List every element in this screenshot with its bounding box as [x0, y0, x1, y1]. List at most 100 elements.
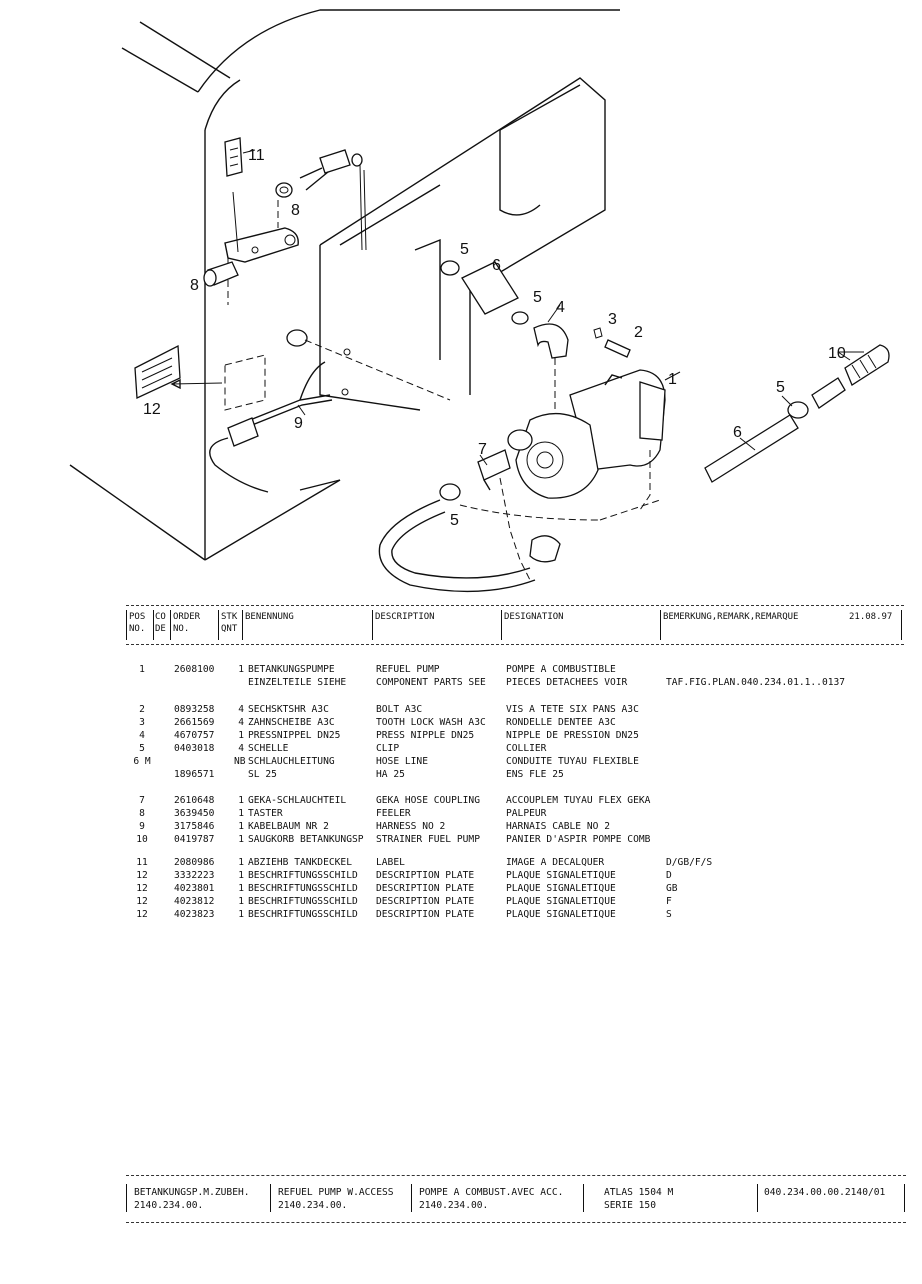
row-pos: 9	[139, 821, 145, 832]
row-benennung: BETANKUNGSPUMPE	[248, 664, 335, 675]
footer-de: BETANKUNGSP.M.ZUBEH.2140.234.00.	[134, 1187, 250, 1211]
row-description: REFUEL PUMP	[376, 664, 440, 675]
row-order-no: 0403018	[174, 743, 215, 754]
callout-5-top: 5	[460, 241, 469, 258]
footer-fr: POMPE A COMBUST.AVEC ACC.2140.234.00.	[419, 1187, 564, 1211]
callout-1: 1	[668, 371, 677, 388]
row-pos: 6 M	[133, 756, 151, 767]
row-qty: 1	[238, 821, 244, 832]
row-description: COMPONENT PARTS SEE	[376, 677, 486, 688]
row-pos: 1	[139, 664, 145, 675]
harness-plug-top	[299, 149, 367, 251]
row-pos: 12	[136, 896, 148, 907]
row-pos: 4	[139, 730, 145, 741]
row-designation: VIS A TETE SIX PANS A3C	[506, 704, 639, 715]
row-remark: GB	[666, 883, 678, 894]
row-description: PRESS NIPPLE DN25	[376, 730, 475, 741]
callout-3: 3	[608, 311, 617, 328]
row-pos: 3	[139, 717, 145, 728]
row-order-no: 1896571	[174, 769, 215, 780]
row-order-no: 4023812	[174, 896, 215, 907]
row-benennung: TASTER	[248, 808, 283, 819]
callout-8-top: 8	[291, 202, 300, 219]
row-benennung: PRESSNIPPEL DN25	[248, 730, 341, 741]
row-designation: PLAQUE SIGNALETIQUE	[506, 870, 616, 881]
refuel-pump	[507, 369, 666, 499]
row-designation: NIPPLE DE PRESSION DN25	[506, 730, 639, 741]
fuel-tank-outline	[69, 9, 620, 561]
row-qty: 1	[238, 883, 244, 894]
row-pos: 12	[136, 870, 148, 881]
row-designation: COLLIER	[506, 743, 547, 754]
row-description: BOLT A3C	[376, 704, 423, 715]
feeler-switch	[203, 261, 239, 287]
description-plate	[134, 344, 266, 411]
row-pos: 11	[136, 857, 148, 868]
row-pos: 5	[139, 743, 145, 754]
row-pos: 12	[136, 909, 148, 920]
header-remark: BEMERKUNG,REMARK,REMARQUE	[663, 612, 799, 622]
row-qty: NB	[234, 756, 246, 767]
row-benennung: ZAHNSCHEIBE A3C	[248, 717, 335, 728]
row-designation: PLAQUE SIGNALETIQUE	[506, 883, 616, 894]
row-designation: PALPEUR	[506, 808, 547, 819]
row-description: CLIP	[376, 743, 400, 754]
row-description: DESCRIPTION PLATE	[376, 870, 475, 881]
row-benennung: BESCHRIFTUNGSSCHILD	[248, 870, 358, 881]
row-description: HA 25	[376, 769, 405, 780]
row-order-no: 4023801	[174, 883, 215, 894]
row-pos: 8	[139, 808, 145, 819]
row-pos: 10	[136, 834, 148, 845]
row-description: DESCRIPTION PLATE	[376, 883, 475, 894]
row-designation: ACCOUPLEM TUYAU FLEX GEKA	[506, 795, 651, 806]
row-description: HOSE LINE	[376, 756, 428, 767]
row-qty: 4	[238, 717, 244, 728]
callout-4: 4	[556, 299, 565, 316]
row-qty: 1	[238, 664, 244, 675]
row-benennung: SCHELLE	[248, 743, 289, 754]
row-designation: CONDUITE TUYAU FLEXIBLE	[506, 756, 639, 767]
suction-hose	[378, 483, 601, 593]
grommet	[275, 182, 293, 198]
row-qty: 1	[238, 857, 244, 868]
row-benennung: SL 25	[248, 769, 277, 780]
header-designation: DESIGNATION	[504, 612, 564, 622]
row-designation: POMPE A COMBUSTIBLE	[506, 664, 616, 675]
row-order-no: 4670757	[174, 730, 215, 741]
row-benennung: GEKA-SCHLAUCHTEIL	[248, 795, 347, 806]
callout-8-left: 8	[190, 277, 199, 294]
header-benennung: BENENNUNG	[245, 612, 294, 622]
row-order-no: 3175846	[174, 821, 215, 832]
row-pos: 7	[139, 795, 145, 806]
row-order-no: 3332223	[174, 870, 215, 881]
switch-bracket	[224, 200, 299, 305]
callout-5-bottom: 5	[450, 512, 459, 529]
row-order-no: 0419787	[174, 834, 215, 845]
callout-9: 9	[294, 415, 303, 432]
row-qty: 1	[238, 730, 244, 741]
row-order-no: 0893258	[174, 704, 215, 715]
row-benennung: KABELBAUM NR 2	[248, 821, 329, 832]
row-order-no: 3639450	[174, 808, 215, 819]
row-benennung: BESCHRIFTUNGSSCHILD	[248, 896, 358, 907]
row-qty: 1	[238, 808, 244, 819]
row-description: TOOTH LOCK WASH A3C	[376, 717, 486, 728]
row-description: DESCRIPTION PLATE	[376, 896, 475, 907]
callout-11: 11	[248, 147, 265, 164]
row-qty: 1	[238, 870, 244, 881]
row-remark: F	[666, 896, 672, 907]
row-qty: 1	[238, 834, 244, 845]
